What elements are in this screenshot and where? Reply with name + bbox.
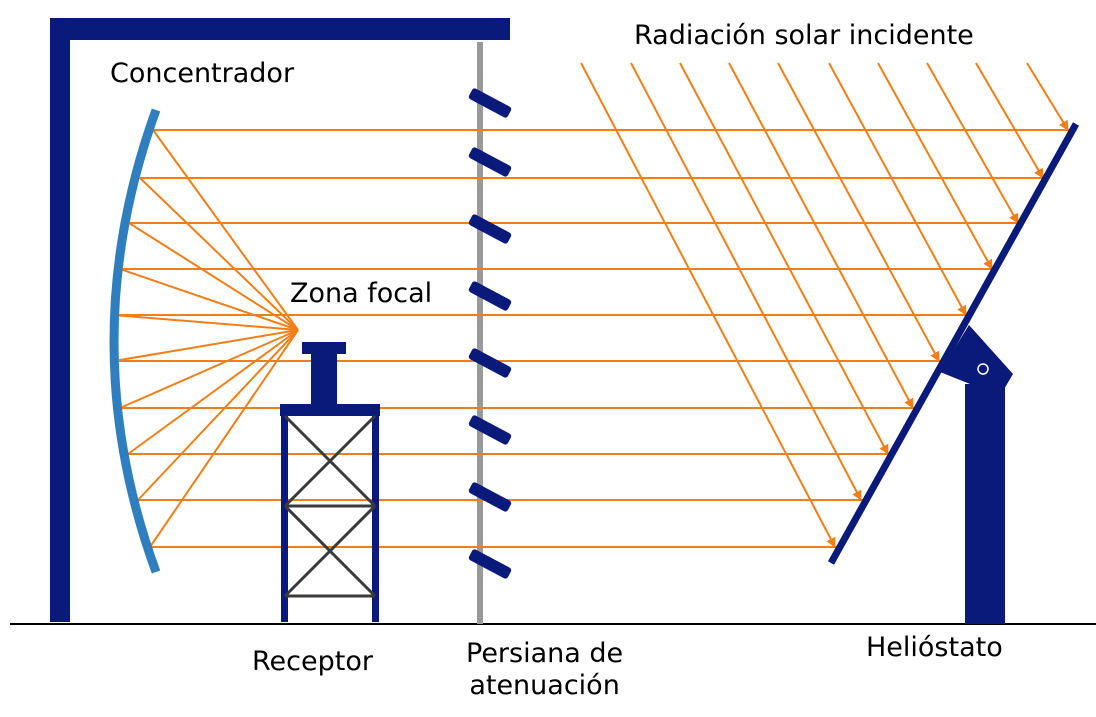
receptor-platform (280, 404, 380, 416)
receptor-leg-right (372, 416, 379, 622)
label-persiana-line1: Persiana de (466, 638, 624, 669)
label-concentrador: Concentrador (110, 58, 295, 89)
incident-ray (679, 62, 889, 455)
heliostat-mirror (827, 122, 1080, 565)
label-heliostato: Helióstato (866, 632, 1003, 663)
incident-rays (580, 62, 1069, 548)
focal-ray (119, 329, 299, 409)
shutter-pole (477, 42, 483, 624)
focal-ray (137, 329, 299, 501)
receptor-leg-left (281, 416, 288, 622)
heliostat-pillar (965, 384, 1005, 624)
focal-ray (128, 222, 299, 331)
shutter-slat (468, 482, 512, 512)
focal-ray (112, 314, 299, 331)
receptor-cap (302, 342, 346, 354)
shutter-slat (468, 88, 512, 118)
incident-ray (975, 62, 1044, 179)
label-persiana-line2: atenuación (469, 670, 620, 702)
label-radiacion-solar: Radiación solar incidente (634, 20, 974, 51)
incident-ray (777, 62, 940, 362)
shutter-slat (468, 214, 512, 244)
reflected-rays (113, 129, 1072, 548)
incident-ray (828, 62, 967, 316)
label-persiana: Persiana de atenuación (466, 638, 623, 703)
incident-ray (728, 62, 914, 409)
shutter-slats (468, 88, 512, 579)
heliostat-pivot (977, 363, 989, 375)
frame-left-wall (50, 18, 70, 622)
shutter-slat (468, 348, 512, 378)
shutter-slat (468, 281, 512, 311)
focal-ray (127, 329, 299, 455)
focal-ray (119, 268, 299, 331)
building-frame (50, 18, 510, 622)
label-zona-focal: Zona focal (290, 278, 433, 309)
shutter-slat (468, 415, 512, 445)
frame-roof (50, 18, 510, 40)
focal-rays (112, 129, 299, 548)
incident-ray (630, 62, 862, 501)
heliostat (827, 122, 1080, 624)
label-receptor: Receptor (252, 646, 373, 677)
focal-ray (152, 129, 299, 331)
receptor-tower (280, 342, 380, 622)
focal-ray (149, 329, 299, 548)
receptor-lattice (283, 414, 377, 598)
concentrator-mirror (109, 108, 161, 574)
incident-ray (877, 62, 993, 270)
incident-ray (1026, 62, 1069, 131)
focal-ray (113, 329, 299, 362)
incident-ray (580, 62, 836, 548)
incident-ray (926, 62, 1019, 224)
shutter-slat (468, 549, 512, 579)
shutter-slat (468, 147, 512, 177)
heliostat-mount (940, 325, 1013, 396)
focal-ray (139, 177, 299, 331)
receptor-body (311, 354, 337, 406)
